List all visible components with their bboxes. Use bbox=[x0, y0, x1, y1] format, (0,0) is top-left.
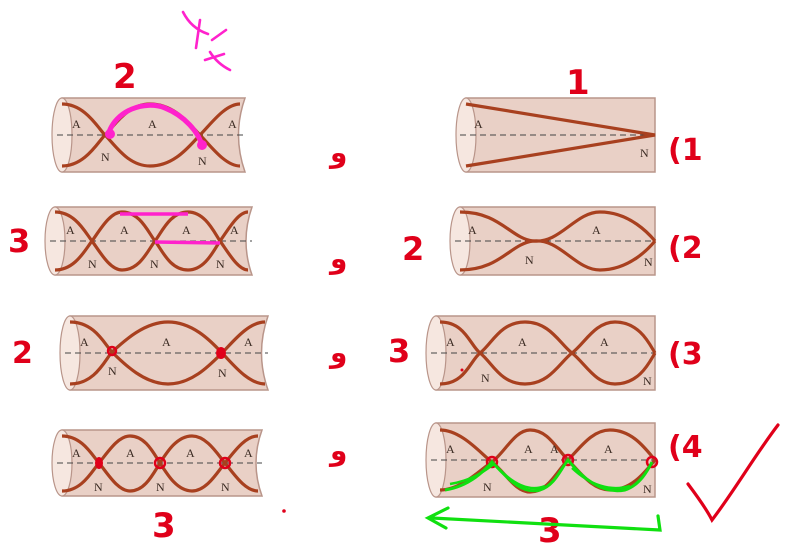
antinode-label: A bbox=[474, 117, 483, 131]
row-number-1: (1 bbox=[668, 133, 703, 168]
node-label: N bbox=[88, 257, 97, 271]
antinode-label: A bbox=[524, 442, 533, 456]
antinode-label: A bbox=[446, 335, 455, 349]
antinode-label: A bbox=[446, 442, 455, 456]
antinode-label: A bbox=[230, 223, 239, 237]
antinode-label: A bbox=[72, 446, 81, 460]
connector-and-3: و bbox=[328, 336, 347, 369]
pipe-right-1: A N bbox=[456, 98, 655, 172]
note-right-2: 2 bbox=[402, 230, 424, 268]
antinode-label: A bbox=[468, 223, 477, 237]
antinode-label: A bbox=[72, 117, 81, 131]
pipe-right-2: A A N N bbox=[450, 207, 655, 275]
antinode-label: A bbox=[186, 446, 195, 460]
connector-and-4: و bbox=[328, 434, 347, 467]
note-left-4: 3 bbox=[152, 506, 176, 545]
node-label: N bbox=[101, 150, 110, 164]
antinode-label: A bbox=[228, 117, 237, 131]
node-label: N bbox=[150, 257, 159, 271]
note-left-3: 2 bbox=[12, 336, 33, 371]
pipe-right-3: A A A N N bbox=[426, 316, 655, 390]
connector-and-2: و bbox=[328, 242, 347, 275]
node-label: N bbox=[108, 364, 117, 378]
antinode-label: A bbox=[244, 446, 253, 460]
connector-and-1: و bbox=[328, 136, 347, 169]
antinode-label: A bbox=[592, 223, 601, 237]
note-right-3: 3 bbox=[388, 332, 410, 370]
antinode-label: A bbox=[148, 117, 157, 131]
note-left-2: 3 bbox=[8, 222, 30, 260]
node-label: N bbox=[218, 366, 227, 380]
pipe-left-3: A A A N N bbox=[60, 316, 268, 390]
antinode-label: A bbox=[600, 335, 609, 349]
row-number-2: (2 bbox=[668, 231, 703, 266]
pipe-left-4: A A A A N N N bbox=[52, 430, 262, 496]
node-label: N bbox=[483, 480, 492, 494]
pipe-left-1: A A A N N bbox=[52, 98, 245, 172]
note-right-4: 3 bbox=[538, 511, 562, 545]
node-label: N bbox=[221, 480, 230, 494]
node-label: N bbox=[94, 480, 103, 494]
antinode-label: A bbox=[120, 223, 129, 237]
magenta-scribble bbox=[183, 12, 230, 70]
antinode-label: A bbox=[182, 223, 191, 237]
node-label: N bbox=[643, 374, 652, 388]
node-label: N bbox=[156, 480, 165, 494]
antinode-label: A bbox=[604, 442, 613, 456]
antinode-label: A bbox=[244, 335, 253, 349]
antinode-label: A bbox=[66, 223, 75, 237]
node-label: N bbox=[525, 253, 534, 267]
row-number-3: (3 bbox=[668, 337, 703, 372]
antinode-label: A bbox=[162, 335, 171, 349]
node-label: N bbox=[643, 482, 652, 496]
antinode-label: A bbox=[126, 446, 135, 460]
node-label: N bbox=[640, 146, 649, 160]
node-label: N bbox=[481, 371, 490, 385]
antinode-label: A bbox=[80, 335, 89, 349]
antinode-label: A bbox=[550, 442, 559, 456]
antinode-label: A bbox=[518, 335, 527, 349]
stray-dot bbox=[282, 509, 286, 513]
node-label: N bbox=[216, 257, 225, 271]
pipe-left-2: A A A A N N N bbox=[45, 207, 252, 275]
row-number-4: (4 bbox=[668, 430, 703, 465]
node-label: N bbox=[644, 255, 653, 269]
node-label: N bbox=[198, 154, 207, 168]
pipe-right-4: A A A A N N bbox=[426, 423, 657, 497]
note-right-top: 1 bbox=[566, 63, 590, 103]
note-left-top: 2 bbox=[113, 57, 137, 97]
